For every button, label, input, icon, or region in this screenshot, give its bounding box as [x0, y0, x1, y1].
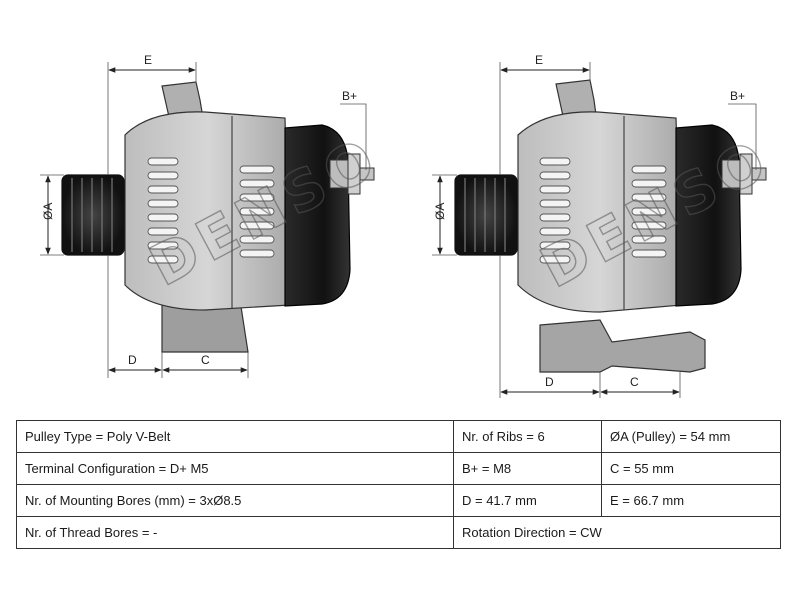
pulley	[61, 174, 125, 256]
rotation-direction-cell: Rotation Direction = CW	[453, 516, 781, 549]
b-plus-label: B+	[342, 89, 357, 103]
ribs-cell: Nr. of Ribs = 6	[453, 420, 602, 453]
thread-bores-cell: Nr. of Thread Bores = -	[16, 516, 454, 549]
dimension-a-label: ØA	[41, 203, 55, 220]
b-plus-terminal	[721, 153, 767, 195]
d-dimension-cell: D = 41.7 mm	[453, 484, 602, 517]
dimension-c-label: C	[201, 353, 210, 367]
c-dimension-cell: C = 55 mm	[601, 452, 781, 485]
cooling-slots	[539, 157, 667, 264]
table-row: Nr. of Thread Bores = - Rotation Directi…	[16, 516, 781, 549]
b-plus-cell: B+ = M8	[453, 452, 602, 485]
terminal-configuration-cell: Terminal Configuration = D+ M5	[16, 452, 454, 485]
left-view: DENSO E B+ ØA D C	[40, 53, 391, 378]
pulley-type-cell: Pulley Type = Poly V-Belt	[16, 420, 454, 453]
table-row: Nr. of Mounting Bores (mm) = 3xØ8.5 D = …	[16, 484, 781, 517]
pulley-diameter-cell: ØA (Pulley) = 54 mm	[601, 420, 781, 453]
b-plus-label: B+	[730, 89, 745, 103]
dimension-c-label: C	[630, 375, 639, 389]
dimension-d-label: D	[545, 375, 554, 389]
dimension-e-label: E	[144, 53, 152, 67]
dimension-d-label: D	[128, 353, 137, 367]
e-dimension-cell: E = 66.7 mm	[601, 484, 781, 517]
b-plus-terminal	[329, 153, 375, 195]
dimension-a-label: ØA	[433, 203, 447, 220]
dimension-e-label: E	[535, 53, 543, 67]
table-row: Pulley Type = Poly V-Belt Nr. of Ribs = …	[16, 420, 781, 453]
specifications-table: Pulley Type = Poly V-Belt Nr. of Ribs = …	[16, 420, 781, 549]
cooling-slots	[147, 157, 275, 264]
mounting-arm-bottom	[539, 319, 706, 373]
mounting-bores-cell: Nr. of Mounting Bores (mm) = 3xØ8.5	[16, 484, 454, 517]
pulley	[454, 174, 518, 256]
table-row: Terminal Configuration = D+ M5 B+ = M8 C…	[16, 452, 781, 485]
right-view: DENSO E B+ ØA D C	[432, 53, 782, 398]
alternator-drawing: DENSO E B+ ØA D C	[40, 53, 782, 398]
